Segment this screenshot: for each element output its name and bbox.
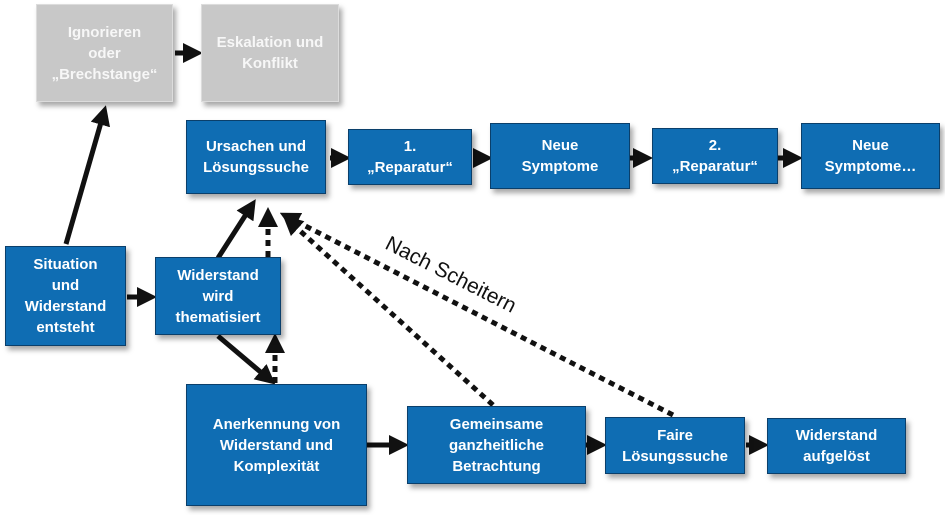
arrow-thematisiert-to-anerkennung [216,334,276,385]
box-symptome1: Neue Symptome [490,123,630,189]
box-ursachen: Ursachen und Lösungssuche [186,120,326,194]
box-aufgeloest: Widerstand aufgelöst [767,418,906,474]
box-reparatur1: 1. „Reparatur“ [348,129,472,185]
box-eskalation: Eskalation und Konflikt [201,4,339,102]
dashed-arrow-gemeinsame-to-ursachen [282,215,495,407]
box-situation: Situation und Widerstand entsteht [5,246,126,346]
box-faire: Faire Lösungssuche [605,417,745,474]
box-symptome2: Neue Symptome… [801,123,940,189]
box-thematisiert: Widerstand wird thematisiert [155,257,281,335]
box-ignorieren: Ignorieren oder „Brechstange“ [36,4,173,102]
box-gemeinsame: Gemeinsame ganzheitliche Betrachtung [407,406,586,484]
box-reparatur2: 2. „Reparatur“ [652,128,778,184]
arrow-thematisiert-to-ursachen [215,199,256,260]
arrow-situation-to-ignorieren [63,105,111,245]
box-anerkennung: Anerkennung von Widerstand und Komplexit… [186,384,367,506]
